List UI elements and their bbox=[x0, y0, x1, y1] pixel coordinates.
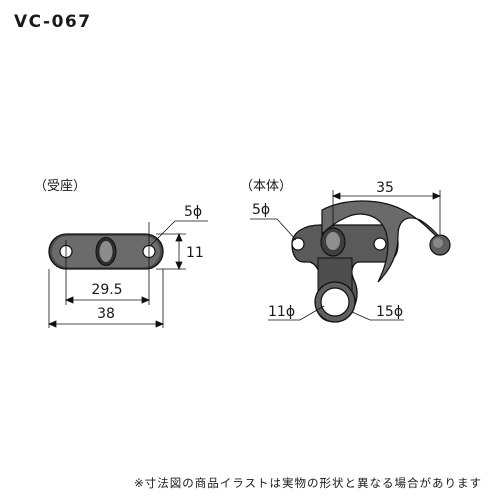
receiver-hole-leader bbox=[149, 220, 208, 247]
body-hole-left bbox=[291, 237, 305, 251]
body-title: （本体） bbox=[240, 179, 292, 194]
ring-outer-dim: 15ϕ bbox=[376, 304, 403, 320]
receiver-pitch-dimline bbox=[64, 296, 151, 304]
receiver-plate bbox=[48, 233, 164, 270]
model-number: VC-067 bbox=[14, 12, 92, 32]
receiver-length-dimline bbox=[47, 320, 165, 328]
receiver-pitch-dim: 29.5 bbox=[91, 282, 122, 298]
receiver-title: （受座） bbox=[34, 179, 86, 194]
body-hole-dim: 5ϕ bbox=[252, 202, 270, 218]
latch-body bbox=[291, 200, 451, 323]
body-span-dimline bbox=[331, 192, 442, 200]
ring-inner-leader bbox=[268, 305, 325, 321]
receiver-height-dim: 11 bbox=[186, 245, 204, 261]
receiver-height-dimline bbox=[175, 232, 183, 271]
ring-outer-leader bbox=[351, 311, 404, 321]
receiver-length-dim: 38 bbox=[97, 306, 115, 322]
ring-inner-dim: 11ϕ bbox=[268, 304, 295, 320]
body-hole-leader bbox=[250, 218, 297, 241]
receiver-hole-dim: 5ϕ bbox=[184, 204, 202, 220]
body-hole-right bbox=[373, 237, 387, 251]
disclaimer-note: ※寸法図の商品イラストは実物の形状と異なる場合があります bbox=[134, 476, 482, 490]
body-span-dim: 35 bbox=[376, 180, 394, 196]
